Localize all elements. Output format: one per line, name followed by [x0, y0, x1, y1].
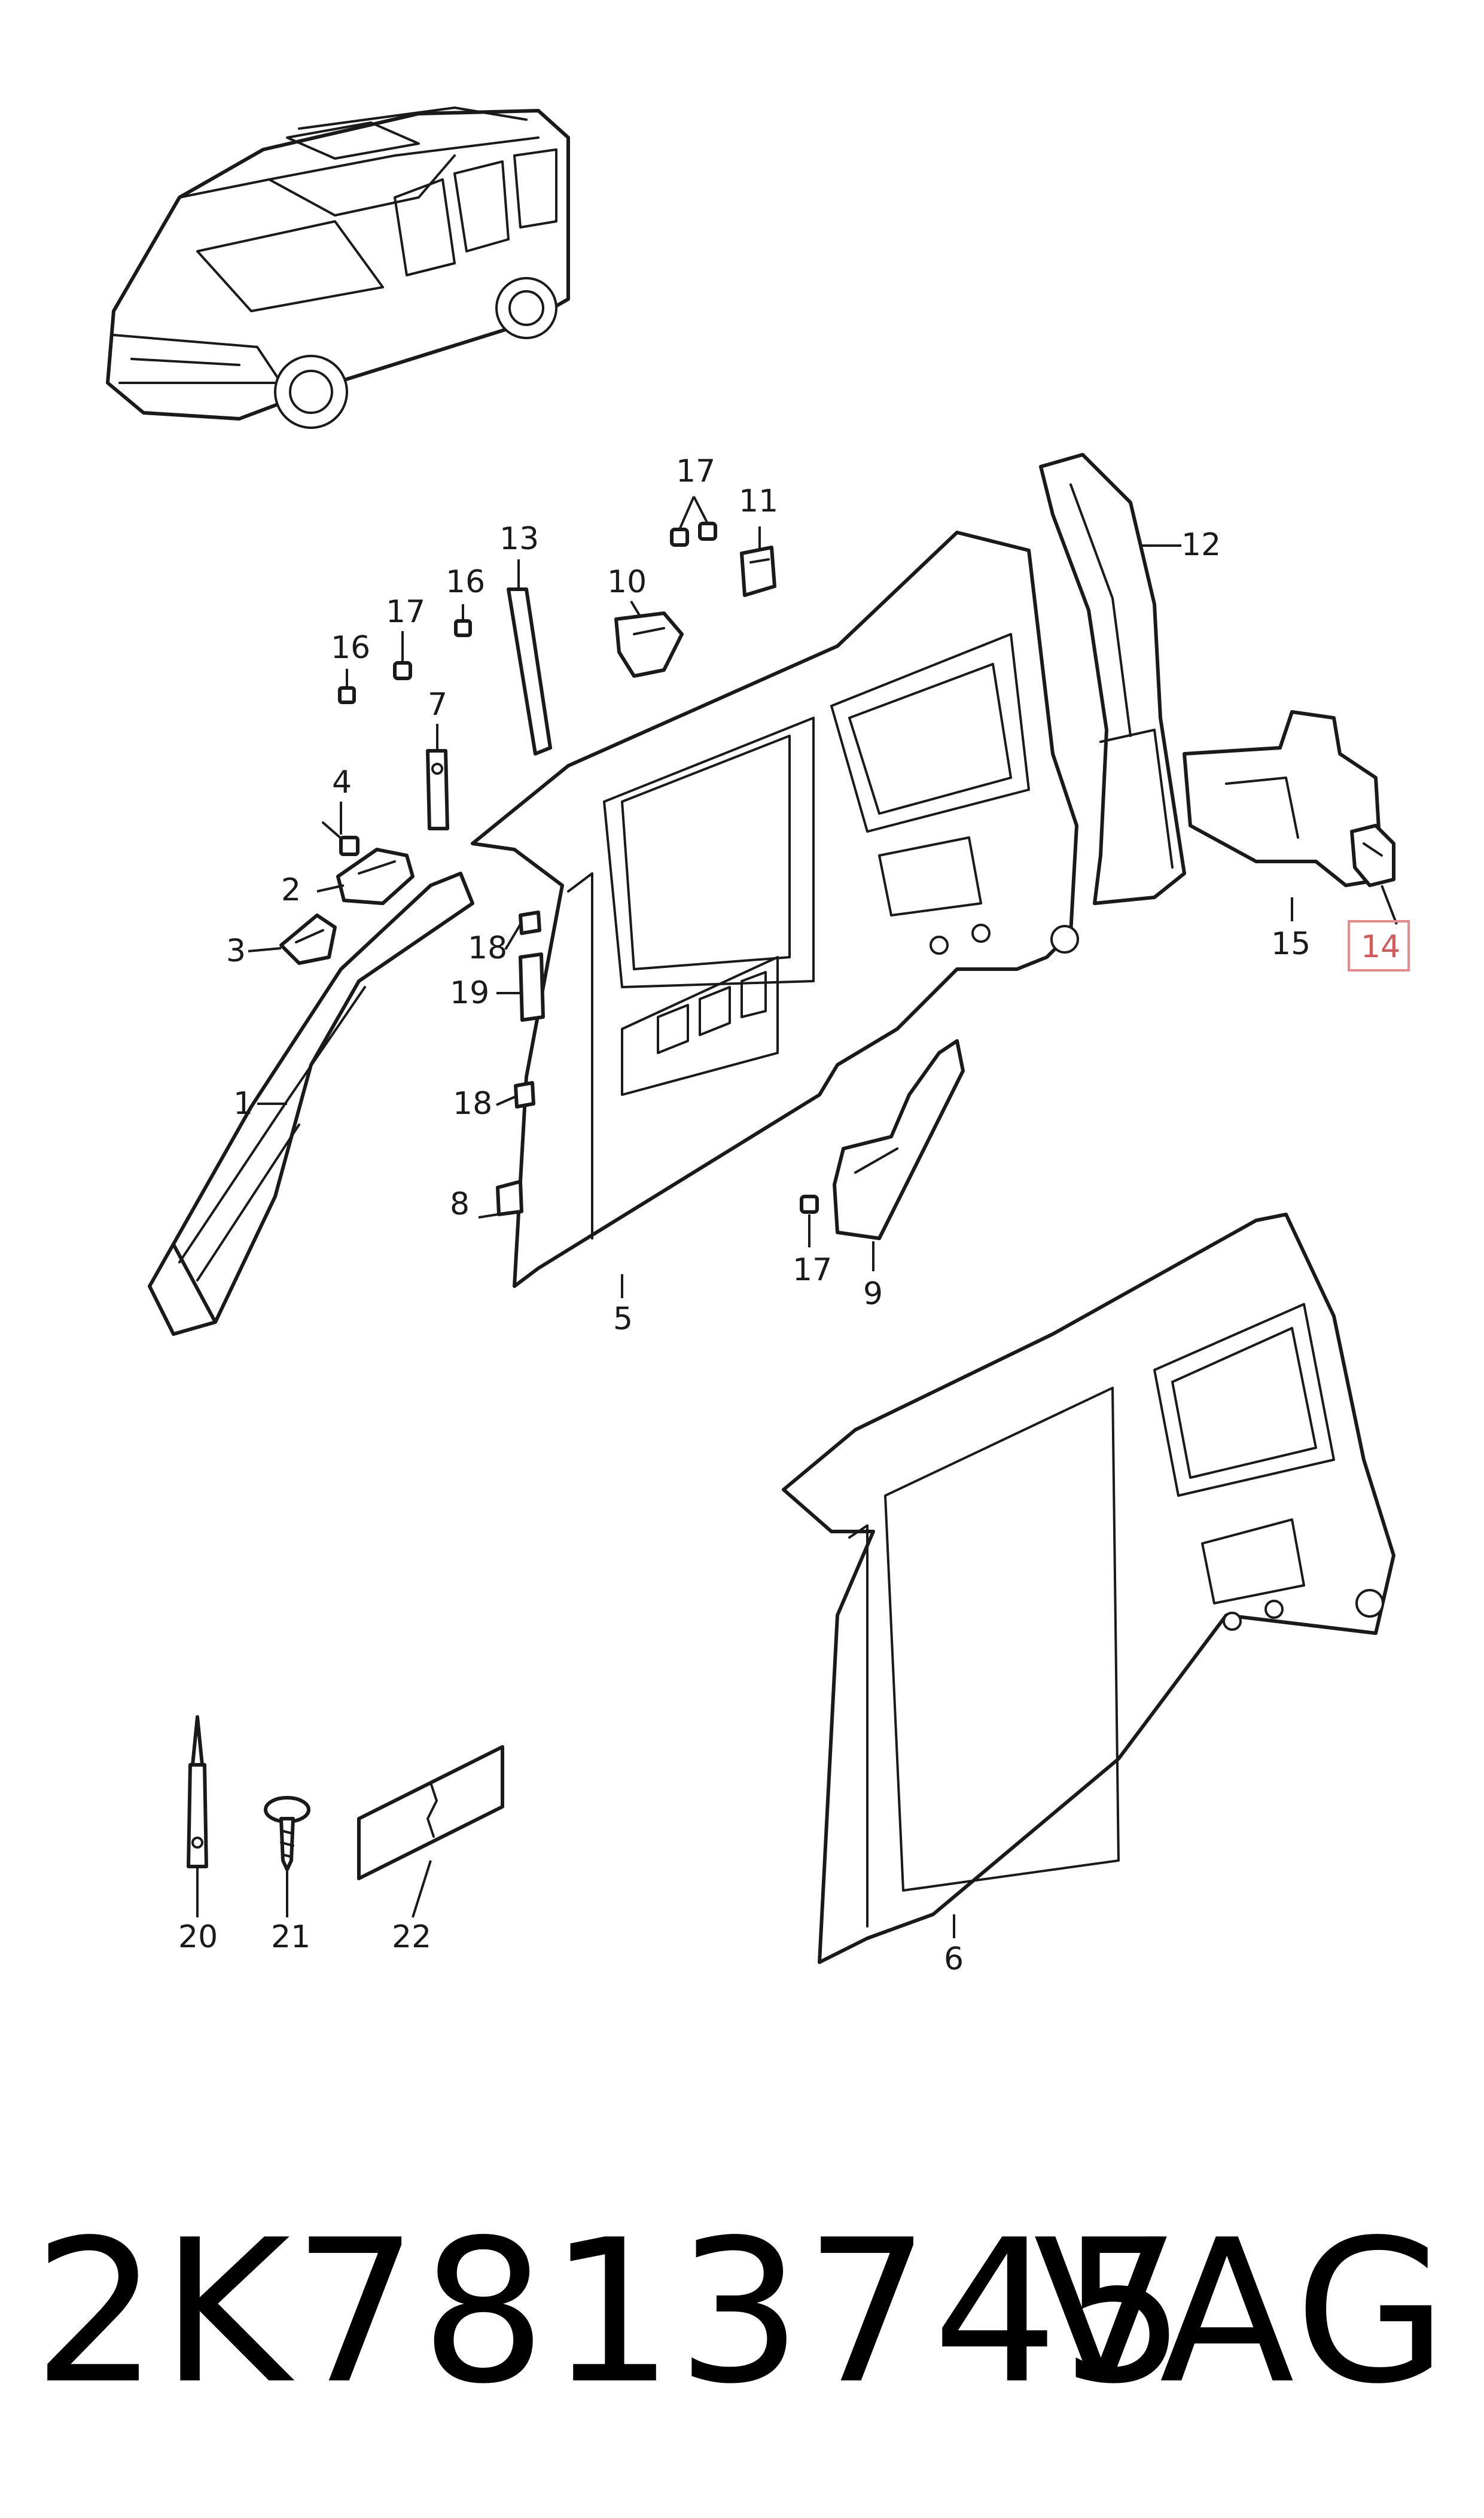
callout-6: 6	[944, 1941, 964, 1977]
part-12-pillar	[1039, 453, 1186, 905]
part-22-sheet	[357, 1745, 504, 1880]
callout-17c: 17	[793, 1252, 832, 1288]
callout-12: 12	[1181, 527, 1221, 563]
callout-10: 10	[607, 564, 647, 600]
part-14-bracket	[1350, 824, 1395, 887]
callout-labels: 1 2 3 4 5 6 7 8 9 10 11 12 13 14 15 16 1…	[178, 453, 1410, 1977]
parts-diagram: 1 2 3 4 5 6 7 8 9 10 11 12 13 14 15 16 1…	[106, 106, 1410, 1977]
callout-3: 3	[226, 933, 246, 969]
brand-label: VAG	[1033, 2197, 1451, 2427]
callout-9: 9	[863, 1276, 883, 1312]
part-7-bracket	[426, 749, 449, 830]
callout-8: 8	[450, 1186, 470, 1222]
callout-13: 13	[499, 521, 539, 557]
part-3-bracket	[279, 914, 337, 965]
callout-20: 20	[178, 1919, 218, 1955]
callout-22: 22	[392, 1919, 431, 1955]
part-13-strip	[507, 587, 552, 756]
part-19-plate	[519, 952, 545, 1022]
part-15-panel	[1183, 710, 1384, 887]
part-17-nut-b	[670, 522, 717, 547]
part-18-clip-a	[519, 911, 541, 935]
part-16-nut-a	[338, 686, 356, 704]
callout-7: 7	[428, 687, 447, 723]
part-2-bracket	[336, 848, 415, 905]
callout-2: 2	[281, 872, 301, 908]
callout-5: 5	[613, 1301, 633, 1337]
callout-17a: 17	[386, 594, 425, 630]
part-18-clip-b	[514, 1081, 535, 1109]
vehicle-illustration	[106, 106, 570, 429]
part-11-bracket	[740, 546, 776, 597]
part-17-nut-c	[800, 1195, 819, 1214]
callout-1: 1	[233, 1086, 253, 1122]
callout-4: 4	[332, 765, 352, 800]
part-17-nut-a	[393, 661, 412, 680]
part-4-bolt	[322, 821, 359, 856]
part-number: 2K7813745	[33, 2197, 1189, 2427]
callout-14: 14	[1361, 929, 1400, 965]
callout-16a: 16	[331, 630, 370, 666]
callout-18b: 18	[453, 1086, 492, 1122]
part-8-plate	[496, 1180, 523, 1216]
callout-16b: 16	[446, 564, 485, 600]
callout-21: 21	[271, 1919, 310, 1955]
callout-19: 19	[450, 975, 489, 1011]
part-21-screw	[264, 1796, 310, 1871]
part-16-nut-b	[454, 619, 472, 637]
callout-15: 15	[1271, 926, 1311, 962]
callout-18a: 18	[468, 930, 507, 966]
part-1-a-pillar	[148, 872, 474, 1336]
callout-17b: 17	[676, 453, 715, 489]
callout-11: 11	[739, 483, 778, 519]
part-6-side-panel	[782, 1213, 1395, 1964]
part-9-wheel-arch	[833, 1039, 965, 1240]
part-20-sealant-tube	[187, 1715, 208, 1868]
part-5-side-panel	[471, 531, 1079, 1288]
part-10-bracket	[614, 611, 684, 678]
callout-14-highlight	[1348, 920, 1410, 972]
leader-lines	[196, 496, 1398, 1938]
